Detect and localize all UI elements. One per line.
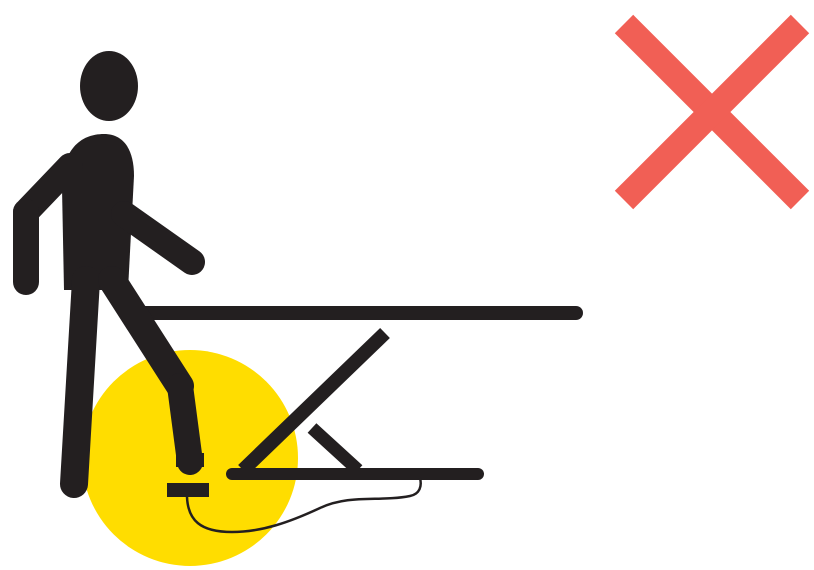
person-front-foot	[176, 453, 204, 467]
foot-pedal	[167, 483, 209, 497]
person-head	[80, 51, 138, 121]
person-back-leg	[74, 280, 86, 484]
person-front-shin	[180, 386, 190, 462]
cross-icon	[624, 24, 800, 200]
person-front-arm	[124, 214, 192, 262]
scissor-brace	[312, 428, 358, 470]
